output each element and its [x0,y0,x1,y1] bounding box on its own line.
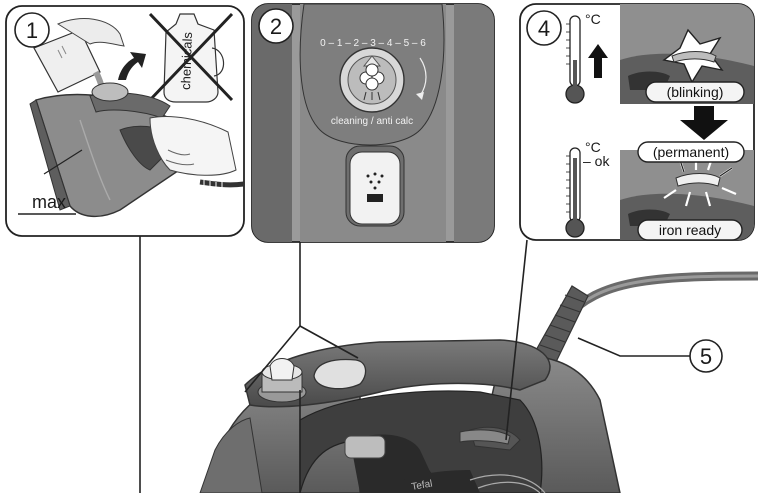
step4-number: 4 [538,16,550,41]
connector-step5 [577,337,690,357]
small-iron-step1 [29,82,244,217]
down-arrow-icon [680,106,728,140]
cord-guard [534,285,589,363]
dial-caption: cleaning / anti calc [331,116,413,127]
panel-step4: (blinking) (permanent) iron ready °C [519,3,755,241]
ready-label: iron ready [659,222,721,238]
chemicals-bottle: chemicals [148,12,234,103]
steam-icon [359,63,385,101]
svg-text:5: 5 [700,344,712,369]
step2-number: 2 [270,14,282,39]
unit-top: °C [585,11,601,27]
step1-number: 1 [26,18,38,43]
max-label: max [32,192,66,212]
panel-step2: 0 – 1 – 2 – 3 – 4 – 5 – 6 cleaning / ant… [251,3,495,243]
brand-logo: Tefal [411,478,434,493]
connector-lines [139,236,690,493]
permanent-pill [637,141,745,163]
thermometer-ok-icon [565,147,585,238]
connector-step4 [505,239,528,441]
blinking-label: (blinking) [667,84,724,100]
steam-button [313,358,367,390]
ready-pill [637,219,743,241]
measuring-cup-icon [33,29,101,93]
spray-icon [366,172,384,202]
callout-5: 5 [689,339,723,373]
panel-step1: chemicals [5,5,245,237]
main-iron: Tefal [199,271,758,493]
iron-handle [244,339,551,408]
rising-arrow-icon [588,44,608,78]
blinking-pill [645,81,745,103]
ok-label: – ok [583,153,610,169]
steam-dial [257,358,307,403]
cross-icon-b [148,12,234,102]
unit-bottom: °C [585,139,601,155]
up-arrow-icon [118,52,146,80]
dial-scale: 0 – 1 – 2 – 3 – 4 – 5 – 6 [320,38,426,49]
thermometer-rising-icon [565,15,608,104]
permanent-label: (permanent) [653,144,729,160]
